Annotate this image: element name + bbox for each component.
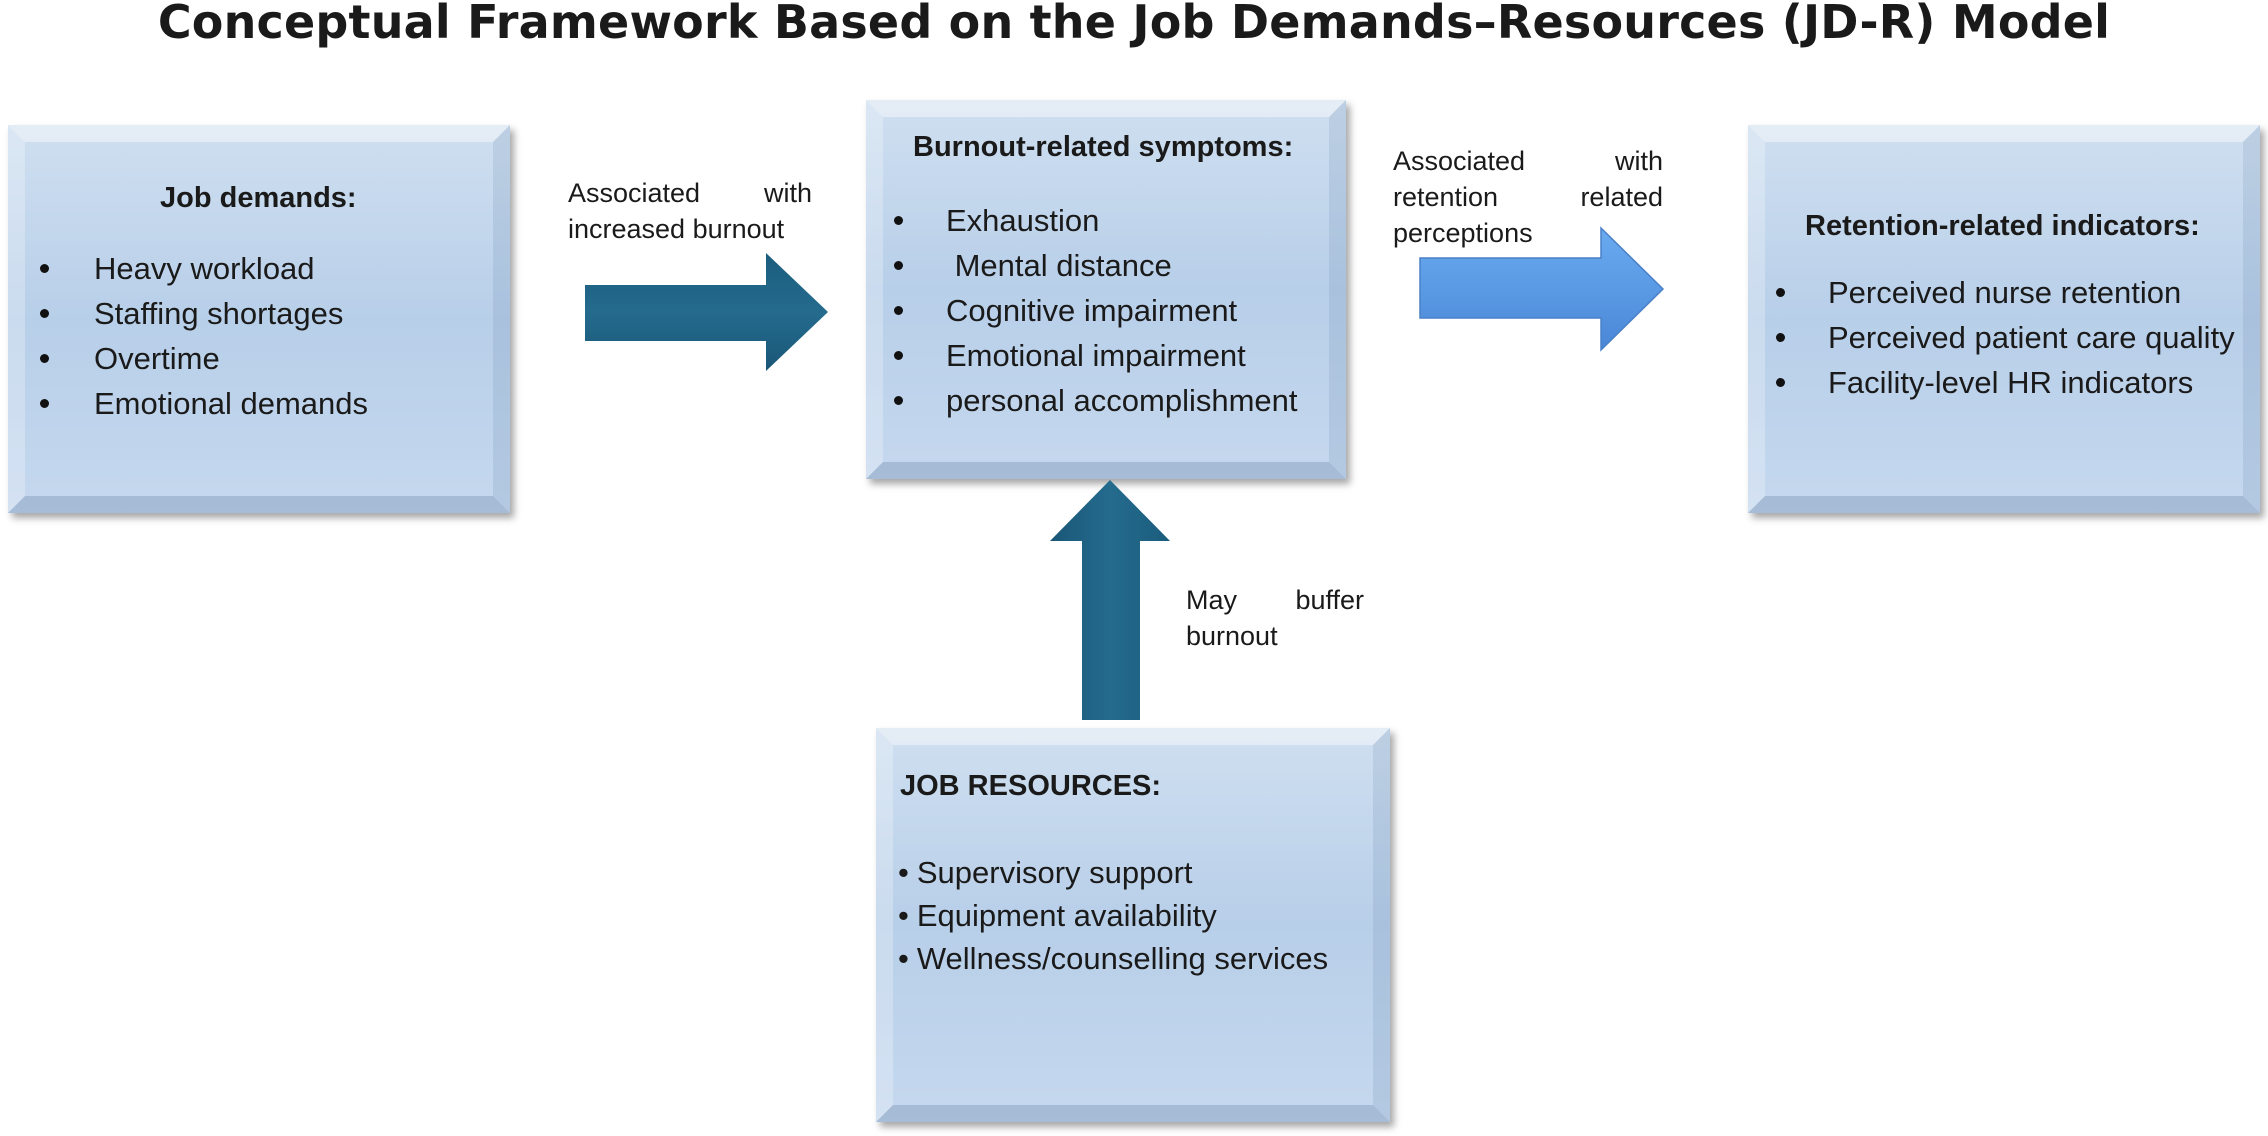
right-arrow-burnout-to-retention [1419,226,1665,352]
burnout-symptoms-box: Burnout-related symptoms: Exhaustion Men… [866,100,1346,479]
bullet-icon: • [898,941,909,976]
bullet-icon [894,351,903,360]
retention-heading: Retention-related indicators: [1805,210,2200,242]
bullet-icon [894,396,903,405]
list-item: •Wellness/counselling services [898,937,1328,980]
bullet-icon [40,354,49,363]
bullet-icon [40,264,49,273]
arrow-shape [1050,480,1170,720]
bullet-icon [894,261,903,270]
bullet-icon [1776,288,1785,297]
job-resources-box: JOB RESOURCES: •Supervisory support •Equ… [876,728,1390,1122]
arrow-shape [585,253,828,371]
bullet-icon [40,399,49,408]
list-item: •Supervisory support [898,851,1328,894]
bullet-icon: • [898,855,909,890]
bullet-icon [1776,333,1785,342]
bullet-icon: • [898,898,909,933]
bullet-icon [1776,378,1785,387]
up-arrow-resources-to-burnout [1050,480,1170,720]
retention-indicators-box: Retention-related indicators: Perceived … [1748,125,2260,513]
bullet-icon [894,216,903,225]
diagram-title: Conceptual Framework Based on the Job De… [157,0,2111,49]
arrow-shape [1419,226,1665,352]
job-resources-list: •Supervisory support •Equipment availabi… [898,851,1328,980]
job-demands-box: Job demands: Heavy workload Staffing sho… [8,125,510,513]
right-arrow-demands-to-burnout [585,253,828,371]
bullet-icon [40,309,49,318]
bullet-icon [894,306,903,315]
job-resources-heading: JOB RESOURCES: [900,770,1162,802]
burnout-heading: Burnout-related symptoms: [913,131,1294,163]
job-demands-heading: Job demands: [160,182,357,214]
list-item: •Equipment availability [898,894,1328,937]
